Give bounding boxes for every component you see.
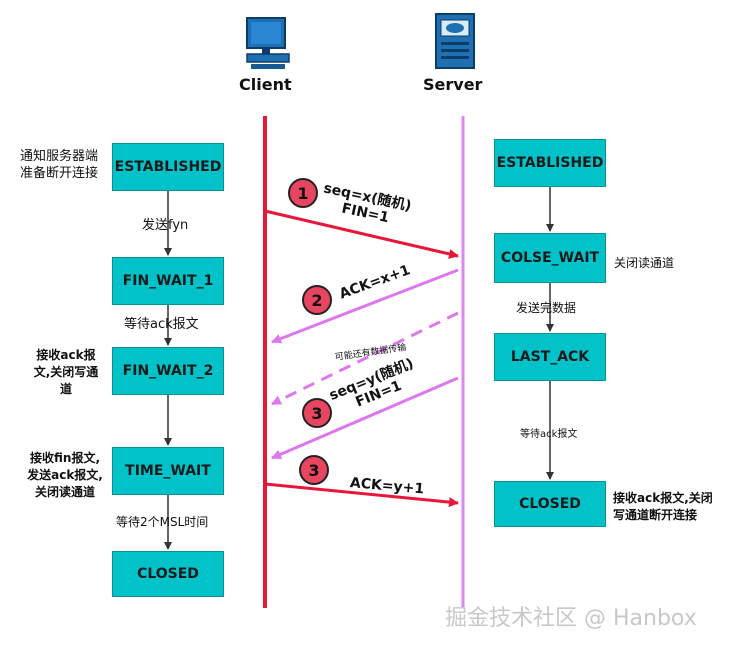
client-state-closed: CLOSED <box>112 551 224 597</box>
client-note-fw2-line3: 道 <box>59 382 72 396</box>
client-label: Client <box>239 75 292 94</box>
message-1-badge: 1 <box>288 178 318 208</box>
server-note-send-remaining: 发送完数据 <box>516 301 577 315</box>
client-note-fin-wait-2: 接收ack报 文,关闭写通 道 <box>30 347 102 398</box>
client-note-fw2-line1: 接收ack报 <box>36 348 96 362</box>
client-computer-icon <box>243 14 293 74</box>
server-state-closed: CLOSED <box>494 481 606 527</box>
client-note-tw-line2: 发送ack报文, <box>27 468 103 482</box>
client-state-established: ESTABLISHED <box>112 143 224 191</box>
client-note-established: 通知服务器端 准备断开连接 <box>20 148 98 182</box>
server-icon <box>432 12 478 74</box>
server-note-close-read: 关闭读通道 <box>614 256 675 270</box>
server-note-closed-line2: 写通道断开连接 <box>613 508 698 522</box>
client-state-fin-wait-2: FIN_WAIT_2 <box>112 347 224 395</box>
client-note-time-wait: 接收fin报文, 发送ack报文, 关闭读通道 <box>25 450 105 501</box>
watermark: 掘金技术社区 @ Hanbox <box>445 606 697 631</box>
message-1-arrow <box>264 209 459 259</box>
server-state-established: ESTABLISHED <box>494 139 606 187</box>
server-note-wait-ack: 等待ack报文 <box>520 429 578 440</box>
message-2-badge: 2 <box>302 285 332 315</box>
client-note-established-line2: 准备断开连接 <box>20 166 99 181</box>
client-note-fw2-line2: 文,关闭写通 <box>33 365 99 379</box>
server-note-closed-line1: 接收ack报文,关闭 <box>613 491 713 505</box>
message-3-badge: 3 <box>302 398 332 428</box>
maybe-data-arrow <box>271 311 459 406</box>
server-state-last-ack: LAST_ACK <box>494 333 606 381</box>
client-state-fin-wait-1: FIN_WAIT_1 <box>112 257 224 305</box>
message-3-arrow <box>271 376 459 460</box>
client-note-tw-line3: 关闭读通道 <box>34 485 95 499</box>
client-note-send-fyn: 发送fyn <box>142 218 189 233</box>
client-note-established-line1: 通知服务器端 <box>20 149 99 164</box>
client-note-tw-line1: 接收fin报文, <box>30 451 100 465</box>
client-state-time-wait: TIME_WAIT <box>112 447 224 495</box>
client-note-wait-msl: 等待2个MSL时间 <box>116 515 209 529</box>
message-2-arrow <box>271 268 459 344</box>
server-label: Server <box>423 75 483 94</box>
server-note-closed: 接收ack报文,关闭 写通道断开连接 <box>613 490 713 524</box>
client-note-wait-ack: 等待ack报文 <box>124 317 199 332</box>
server-state-close-wait: COLSE_WAIT <box>494 233 606 283</box>
message-4-arrow <box>264 482 459 508</box>
message-4-badge: 3 <box>299 455 329 485</box>
